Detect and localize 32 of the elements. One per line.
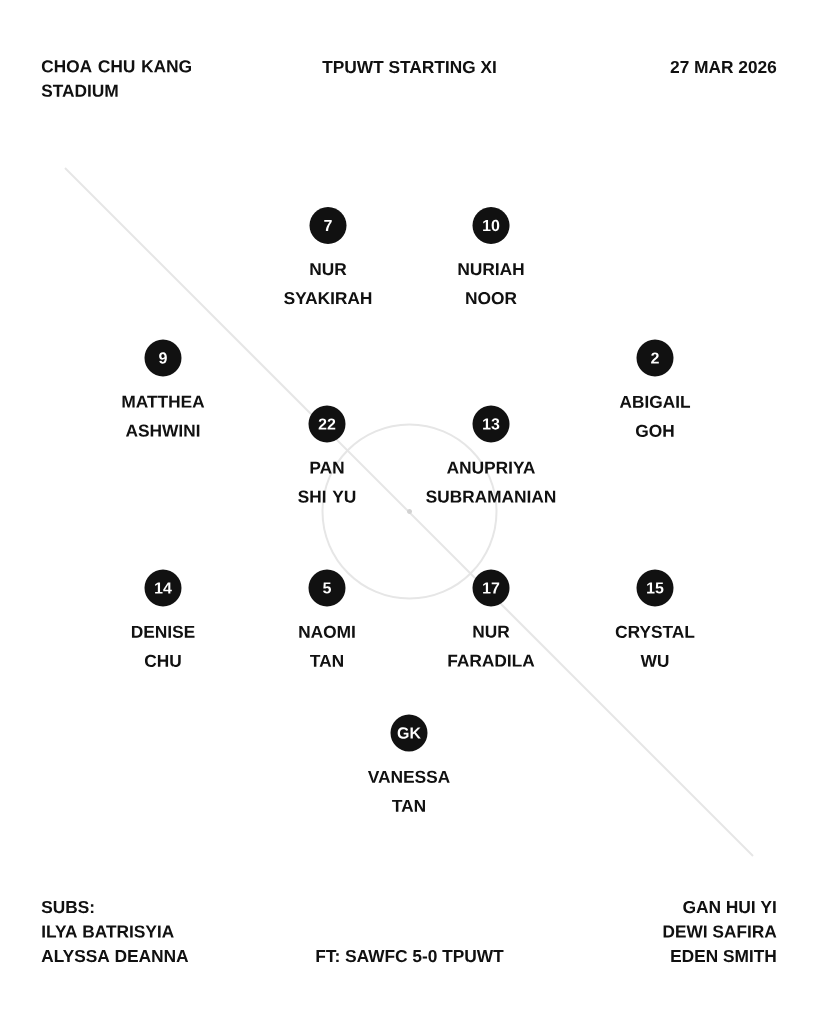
player-name: ABIGAIL GOH [619, 395, 691, 437]
player-name: NUR SYAKIRAH [284, 263, 372, 305]
player-name: NUR FARADILA [448, 625, 535, 667]
substitute-name: DEWI SAFIRA [663, 925, 777, 938]
number-badge: 15 [636, 569, 674, 607]
match-date: 27 MAR 2026 [670, 60, 777, 74]
substitute-name: ALYSSA DEANNA [41, 949, 189, 963]
player-name: ANUPRIYA SUBRAMANIAN [426, 461, 556, 503]
final-score: FT: SAWFC 5-0 TPUWT [316, 949, 504, 963]
number-badge: 7 [309, 207, 347, 244]
player-name: DENISE CHU [131, 625, 195, 667]
substitute-name: GAN HUI YI [683, 900, 776, 914]
player-name: MATTHEA ASHWINI [122, 395, 205, 437]
number-badge: 2 [636, 339, 674, 377]
player-name: NURIAH NOOR [458, 263, 524, 305]
player-name: CRYSTAL WU [615, 625, 695, 667]
player-name: PAN SHI YU [298, 461, 356, 503]
substitute-name: EDEN SMITH [671, 949, 776, 963]
number-badge: 10 [472, 207, 510, 244]
number-badge: 5 [308, 569, 346, 607]
number-badge: 22 [308, 405, 346, 443]
number-badge: 17 [472, 569, 510, 607]
venue-text: CHOA CHU KANG STADIUM [41, 60, 191, 97]
player-name: NAOMI TAN [299, 625, 355, 667]
number-badge: 14 [144, 569, 182, 607]
substitute-name: ILYA BATRISYIA [42, 925, 174, 938]
player-name: VANESSA TAN [367, 770, 450, 812]
number-badge: 13 [472, 405, 510, 443]
number-badge: 9 [144, 339, 182, 377]
lineup-title: TPUWT STARTING XI [322, 60, 496, 74]
number-badge: GK [390, 714, 428, 752]
subs-heading: SUBS: [41, 900, 94, 914]
